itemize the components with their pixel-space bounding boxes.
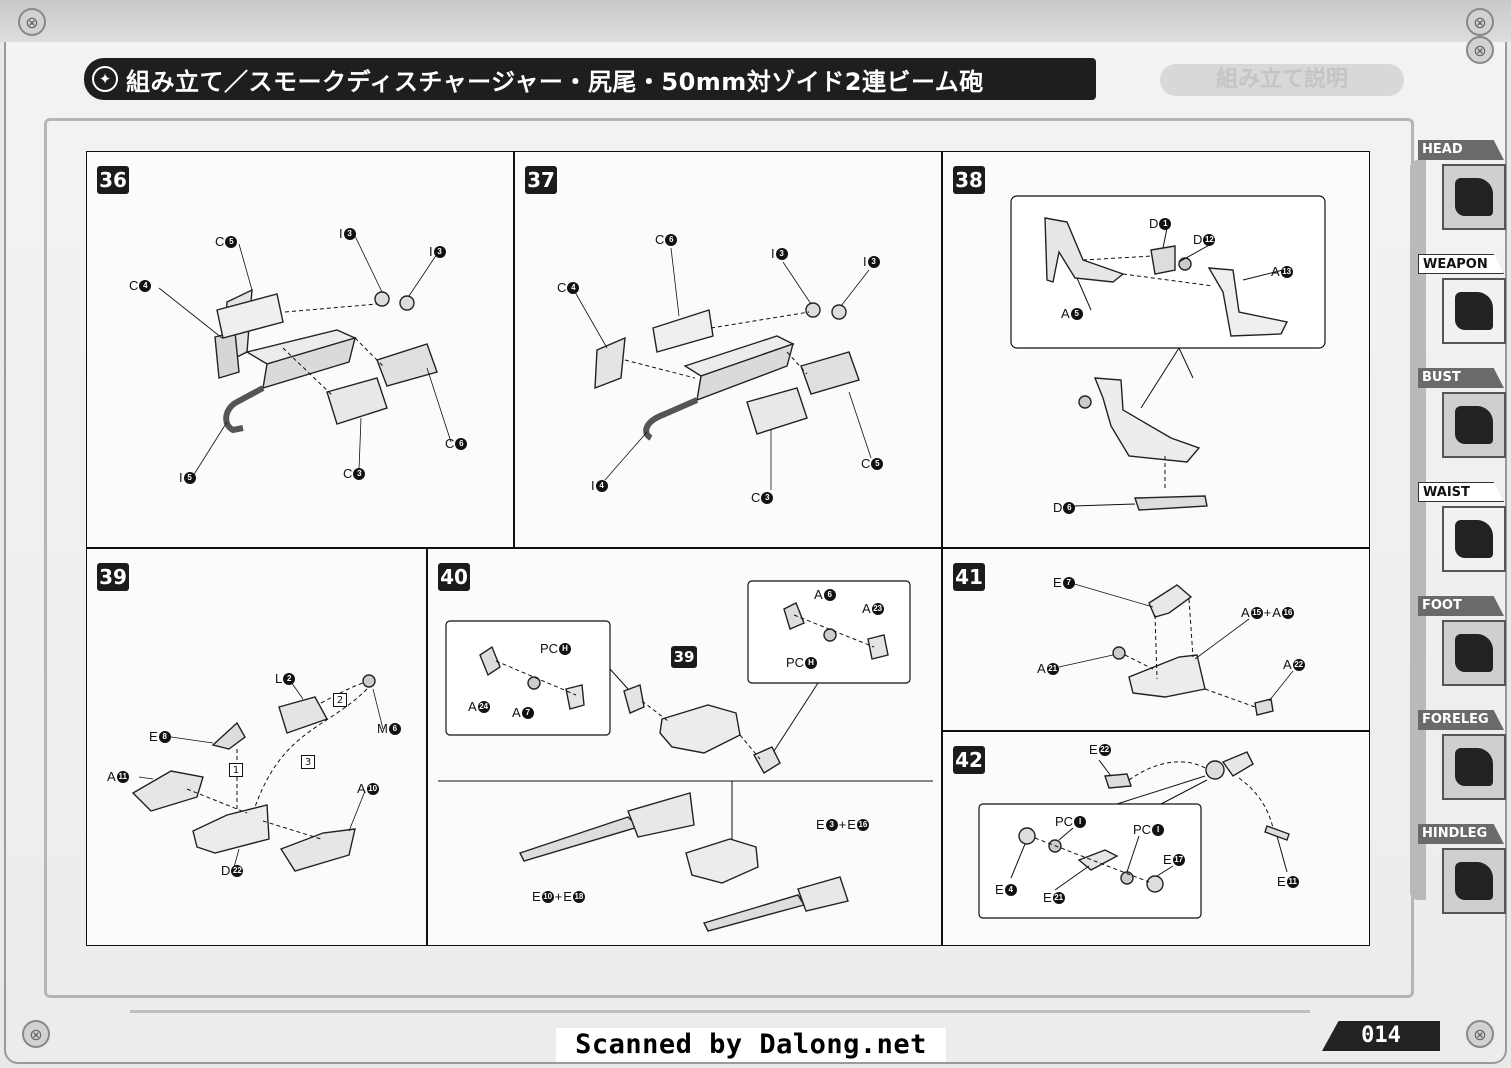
sequence-step-marker: 3 bbox=[301, 755, 315, 769]
bottom-decoration bbox=[130, 1010, 1310, 1053]
head-thumbnail-icon bbox=[1442, 164, 1506, 230]
sequence-step-marker: 1 bbox=[229, 763, 243, 777]
step-39-diagram bbox=[131, 674, 384, 872]
bolt-icon: ⊗ bbox=[1466, 8, 1494, 36]
ghost-section-label: 組み立て説明 bbox=[1160, 64, 1404, 96]
step-number: 42 bbox=[953, 746, 985, 774]
bolt-icon: ⊗ bbox=[1466, 1020, 1494, 1048]
tab-hindleg[interactable]: HINDLEG bbox=[1418, 824, 1508, 934]
tab-bust[interactable]: BUST bbox=[1418, 368, 1508, 478]
step-number: 40 bbox=[438, 563, 470, 591]
waist-thumbnail-icon bbox=[1442, 506, 1506, 572]
foreleg-thumbnail-icon bbox=[1442, 734, 1506, 800]
hindleg-thumbnail-icon bbox=[1442, 848, 1506, 914]
tab-foreleg[interactable]: FORELEG bbox=[1418, 710, 1508, 820]
scan-credit-watermark: Scanned by Dalong.net bbox=[556, 1028, 946, 1062]
weapon-thumbnail-icon bbox=[1442, 278, 1506, 344]
step-36-diagram bbox=[158, 235, 452, 477]
bust-thumbnail-icon bbox=[1442, 392, 1506, 458]
step-number: 36 bbox=[97, 166, 129, 194]
step-number: 38 bbox=[953, 166, 985, 194]
sequence-step-marker: 2 bbox=[333, 693, 347, 707]
step-41-diagram bbox=[1058, 582, 1294, 716]
step-37-diagram bbox=[574, 247, 872, 490]
step-reference-badge: 39 bbox=[671, 646, 697, 668]
top-band bbox=[0, 0, 1511, 42]
foot-thumbnail-icon bbox=[1442, 620, 1506, 686]
step-40-panel: 40 bbox=[427, 548, 942, 946]
tab-weapon[interactable]: WEAPON bbox=[1418, 254, 1508, 364]
tab-foot[interactable]: FOOT bbox=[1418, 596, 1508, 706]
page-number: 014 bbox=[1322, 1021, 1440, 1051]
step-number: 37 bbox=[525, 166, 557, 194]
tab-waist[interactable]: WAIST bbox=[1418, 482, 1508, 592]
step-38-diagram bbox=[1010, 195, 1326, 511]
section-title-bar: ✦ 組み立て／スモークディスチャージャー・尻尾・50mm対ゾイド2連ビーム砲 bbox=[84, 58, 1096, 100]
bolt-icon: ⊗ bbox=[18, 8, 46, 36]
step-number: 39 bbox=[97, 563, 129, 591]
tab-head[interactable]: HEAD bbox=[1418, 140, 1508, 250]
page-title: 組み立て／スモークディスチャージャー・尻尾・50mm対ゾイド2連ビーム砲 bbox=[126, 67, 984, 96]
bolt-icon: ⊗ bbox=[22, 1020, 50, 1048]
compass-icon: ✦ bbox=[92, 66, 118, 92]
step-42-diagram bbox=[978, 751, 1290, 919]
step-number: 41 bbox=[953, 563, 985, 591]
bolt-icon: ⊗ bbox=[1466, 36, 1494, 64]
